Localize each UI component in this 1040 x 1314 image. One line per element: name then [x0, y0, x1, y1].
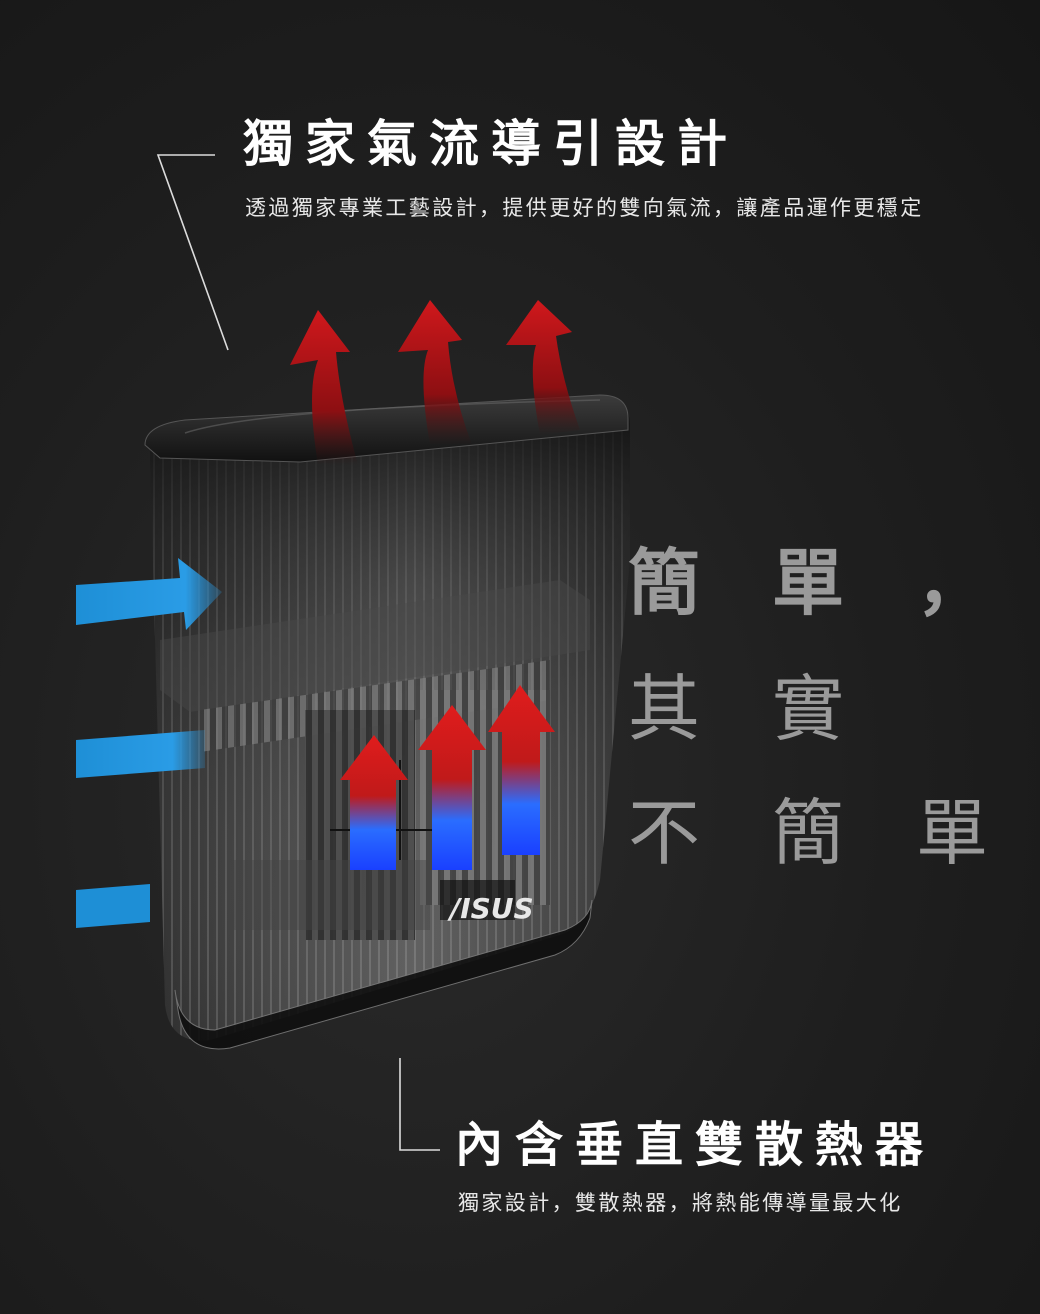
arrow-up-icon — [340, 735, 408, 870]
airflow-callout-line — [156, 154, 229, 351]
internal-heat-arrows — [340, 685, 555, 870]
cool-air-arrows — [76, 558, 222, 928]
slogan-char: 簡 — [628, 541, 701, 625]
slogan-char: 實 — [772, 667, 845, 751]
arrow-up-icon — [488, 685, 555, 855]
airflow-title: 獨家氣流導引設計 — [243, 115, 739, 173]
heatsink-title: 內含垂直雙散熱器 — [455, 1117, 936, 1173]
arrow-up-curved-icon — [290, 310, 358, 465]
slogan-char: 不 — [628, 791, 701, 875]
slogan-char: ， — [916, 541, 989, 625]
slogan-char: 其 — [628, 667, 701, 751]
slogan-line-3: 不簡單 — [628, 788, 1040, 878]
slogan-char: 單 — [916, 791, 989, 875]
slogan-line-1: 簡單 ， — [628, 538, 1040, 628]
asus-logo: /ISUS — [447, 892, 534, 925]
arrow-up-curved-icon — [398, 300, 472, 445]
arrow-up-icon — [418, 705, 486, 870]
heatsink-subtitle: 獨家設計，雙散熱器，將熱能傳導量最大化 — [458, 1191, 903, 1215]
airflow-subtitle: 透過獨家專業工藝設計，提供更好的雙向氣流，讓產品運作更穩定 — [245, 196, 924, 220]
arrow-up-curved-icon — [506, 300, 580, 435]
heatsink-callout-line — [399, 1058, 440, 1151]
slogan-line-2: 其實 — [628, 664, 916, 754]
hot-air-arrows — [290, 300, 580, 465]
arrow-right-icon — [76, 558, 222, 630]
arrow-right-bar-icon — [76, 730, 205, 778]
slogan-char: 單 — [772, 541, 845, 625]
slogan-char: 簡 — [772, 791, 845, 875]
arrow-right-bar-icon — [76, 884, 150, 928]
